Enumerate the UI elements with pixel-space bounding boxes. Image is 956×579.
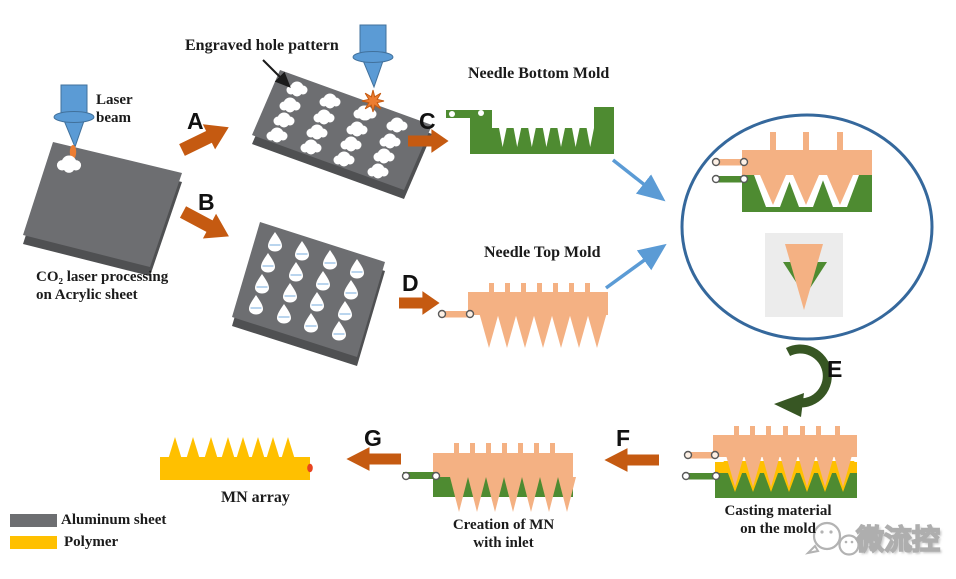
step-e-label: E [827, 356, 843, 382]
needle-top-mold-label: Needle Top Mold [484, 244, 601, 261]
casting-material-label: Casting material on the mold [724, 503, 832, 537]
arrow-f [604, 448, 659, 472]
inlet-dot [307, 463, 313, 473]
step-g-label: G [364, 425, 382, 451]
step-c-label: C [419, 108, 436, 134]
mn-creation-assembly [401, 443, 576, 512]
step-b-label: B [198, 189, 215, 215]
mn-array-label: MN array [221, 489, 290, 506]
legend-label-polymer: Polymer [64, 534, 119, 550]
engraved-cone-sheet [232, 222, 385, 366]
mn-array [160, 437, 313, 480]
creation-mn-label: Creation of MN with inlet [452, 517, 555, 551]
needle-bottom-mold-label: Needle Bottom Mold [468, 65, 610, 82]
casting-mold-assembly [681, 426, 857, 498]
step-d-label: D [402, 270, 419, 296]
step-f-label: F [616, 425, 631, 451]
legend-swatch-aluminum [10, 514, 57, 527]
top-mold-to-assembly-arrow [604, 243, 667, 290]
laser-beam-icon [53, 84, 95, 173]
engraved-hole-pattern-label: Engraved hole pattern [185, 37, 339, 54]
step-a-label: A [187, 108, 204, 134]
laser-beam-2-icon [352, 24, 394, 121]
wechat-icon [804, 521, 860, 556]
engraved-pattern-pointer-arrow [262, 59, 291, 88]
engraved-hole-sheet [252, 70, 432, 199]
needle-top-mold [437, 283, 608, 348]
arrow-e [774, 344, 832, 417]
needle-closeup-inset [765, 233, 843, 317]
legend-label-aluminum: Aluminum sheet [61, 512, 167, 528]
watermark-text: 微流控 [855, 522, 941, 557]
legend-swatch-polymer [10, 536, 57, 549]
mold-assembly-circle [680, 113, 934, 341]
acrylic-sheet-plain [23, 142, 182, 276]
needle-bottom-mold [446, 107, 614, 154]
bottom-mold-to-assembly-arrow [611, 158, 666, 202]
laser-beam-label: Laser beam [96, 92, 133, 126]
arrow-a [175, 114, 235, 163]
co2-processing-label: CO₂ laser processing on Acrylic sheet [36, 269, 169, 303]
